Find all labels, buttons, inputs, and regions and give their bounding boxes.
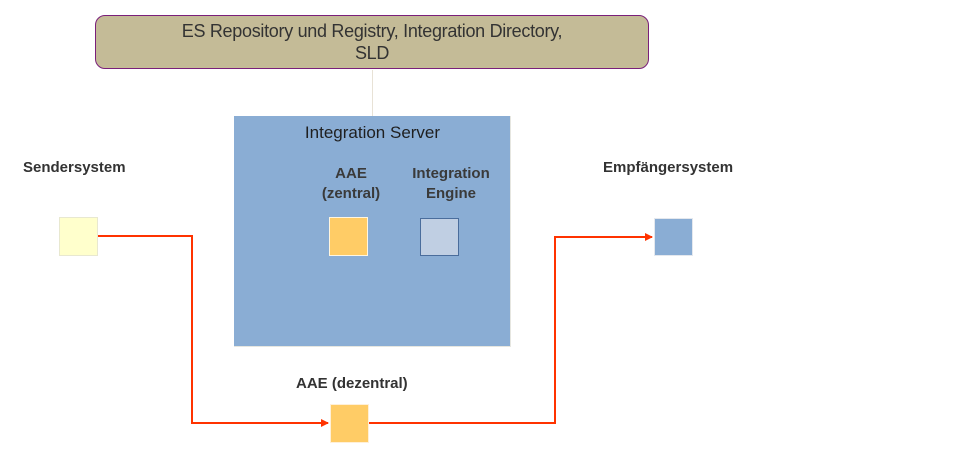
sender-system-label: Sendersystem — [23, 159, 126, 176]
integration-engine-node[interactable] — [420, 218, 459, 256]
aae-central-node[interactable] — [329, 217, 368, 256]
receiver-system-node[interactable] — [654, 218, 693, 256]
sender-system-node[interactable] — [59, 217, 98, 256]
es-repository-box[interactable]: ES Repository und Registry, Integration … — [95, 15, 649, 69]
repository-connector-line — [372, 70, 373, 116]
aae-decentral-label: AAE (dezentral) — [296, 375, 408, 392]
integration-engine-label: Integration Engine — [401, 164, 501, 204]
aae-central-label-line1: AAE — [335, 165, 367, 182]
integration-server-box[interactable]: Integration Server AAE (zentral) Integra… — [234, 116, 511, 347]
aae-central-label: AAE (zentral) — [311, 164, 391, 204]
aae-central-label-line2: (zentral) — [321, 185, 381, 202]
aae-decentral-node[interactable] — [330, 404, 369, 443]
es-repository-label-line2: SLD — [354, 43, 390, 63]
integration-engine-label-line1: Integration — [412, 165, 490, 182]
es-repository-label-line1: ES Repository und Registry, Integration … — [181, 21, 563, 41]
integration-server-title: Integration Server — [304, 123, 441, 142]
integration-engine-label-line2: Engine — [425, 185, 476, 202]
receiver-system-label: Empfängersystem — [603, 159, 734, 176]
